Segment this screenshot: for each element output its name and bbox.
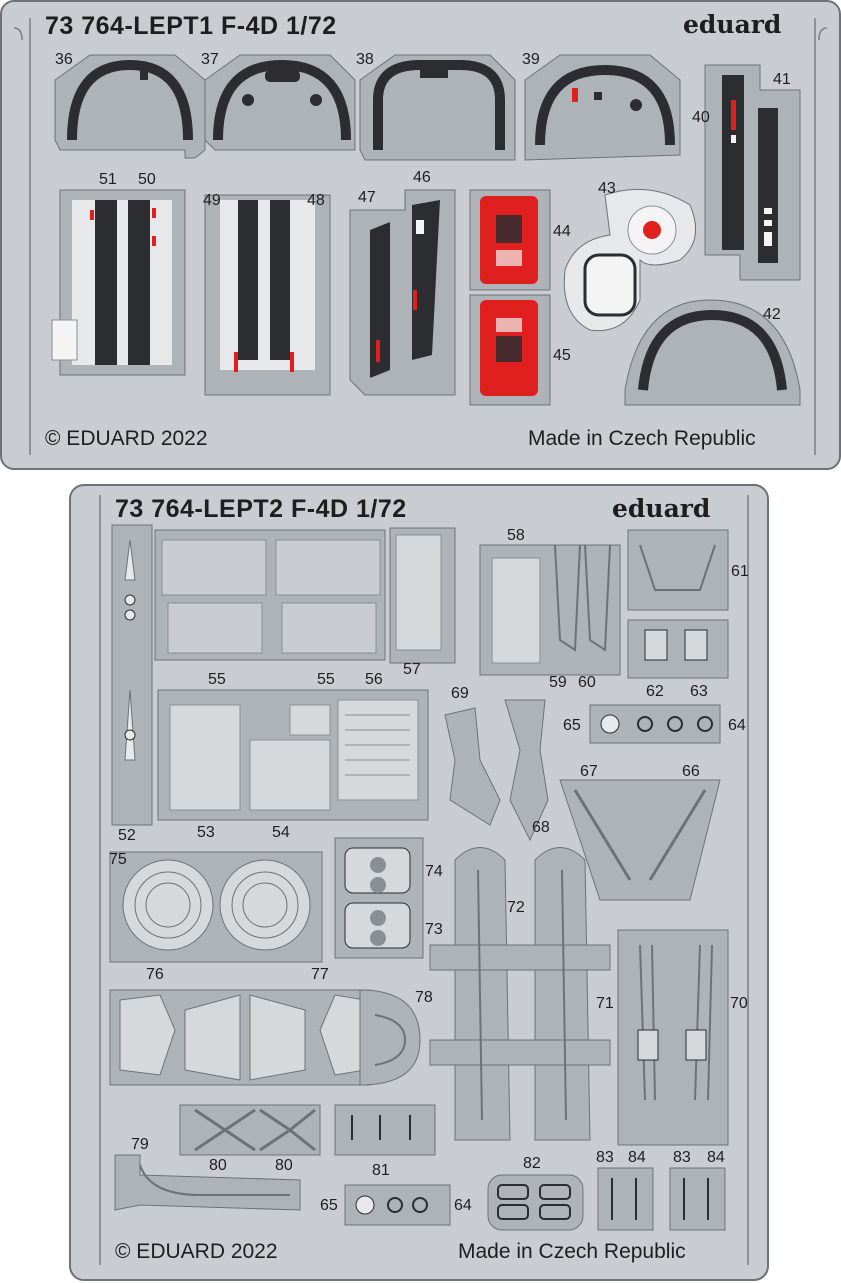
part-number-42: 42 xyxy=(763,306,781,323)
part-number-37: 37 xyxy=(201,51,219,68)
fret-2-title: 73 764-LEPT2 F-4D 1/72 xyxy=(115,495,407,523)
part-38 xyxy=(359,54,516,161)
part-number-47: 47 xyxy=(358,189,376,206)
part-number-78: 78 xyxy=(415,989,433,1006)
part-number-54: 54 xyxy=(272,824,290,841)
part-number-59: 59 xyxy=(549,674,567,691)
part-number-64-upper: 64 xyxy=(728,717,746,734)
part-number-53: 53 xyxy=(197,824,215,841)
part-72 xyxy=(429,847,611,1141)
part-61 xyxy=(627,529,729,611)
part-82 xyxy=(487,1174,584,1231)
part-number-68: 68 xyxy=(532,819,550,836)
part-number-79: 79 xyxy=(131,1136,149,1153)
part-number-67: 67 xyxy=(580,763,598,780)
part-68-69 xyxy=(444,699,549,842)
part-42 xyxy=(624,299,801,406)
part-number-72: 72 xyxy=(507,899,525,916)
part-62-63 xyxy=(627,619,729,679)
part-number-66: 66 xyxy=(682,763,700,780)
part-79 xyxy=(114,1154,301,1211)
part-66-67 xyxy=(559,779,721,901)
part-number-80-b: 80 xyxy=(275,1157,293,1174)
part-46-47 xyxy=(349,189,456,396)
part-53-54-55-56 xyxy=(157,689,429,821)
part-number-65-lower: 65 xyxy=(320,1197,338,1214)
part-number-44: 44 xyxy=(553,223,571,240)
part-number-73: 73 xyxy=(425,921,443,938)
blank-panels xyxy=(154,529,386,661)
part-73-74 xyxy=(334,837,424,959)
part-number-61: 61 xyxy=(731,563,749,580)
part-57 xyxy=(389,527,456,664)
part-number-51: 51 xyxy=(99,171,117,188)
part-64-upper xyxy=(589,704,721,744)
part-number-62: 62 xyxy=(646,683,664,700)
part-number-58: 58 xyxy=(507,527,525,544)
part-number-41: 41 xyxy=(773,71,791,88)
part-number-56: 56 xyxy=(365,671,383,688)
part-39 xyxy=(524,54,681,161)
part-number-83-b: 83 xyxy=(673,1149,691,1166)
part-50-51 xyxy=(51,189,186,376)
part-number-81: 81 xyxy=(372,1162,390,1179)
part-number-83-a: 83 xyxy=(596,1149,614,1166)
part-number-74: 74 xyxy=(425,863,443,880)
fret-2-copyright: © EDUARD 2022 xyxy=(115,1240,278,1263)
part-83-84 xyxy=(597,1167,726,1231)
part-76-77-78 xyxy=(109,989,421,1086)
part-number-76: 76 xyxy=(146,966,164,983)
part-number-57: 57 xyxy=(403,661,421,678)
part-number-80-a: 80 xyxy=(209,1157,227,1174)
fret-1-origin: Made in Czech Republic xyxy=(528,427,756,450)
fret-2-brand-logo: eduard xyxy=(612,494,711,523)
part-number-65-upper: 65 xyxy=(563,717,581,734)
part-number-40: 40 xyxy=(692,109,710,126)
part-number-38: 38 xyxy=(356,51,374,68)
part-number-64-lower: 64 xyxy=(454,1197,472,1214)
part-number-60: 60 xyxy=(578,674,596,691)
part-number-43: 43 xyxy=(598,180,616,197)
part-75 xyxy=(109,851,323,963)
part-number-69: 69 xyxy=(451,685,469,702)
part-number-75: 75 xyxy=(109,851,127,868)
part-number-48: 48 xyxy=(307,192,325,209)
part-70-71 xyxy=(617,929,729,1146)
part-37 xyxy=(204,54,356,151)
part-80 xyxy=(179,1104,321,1156)
part-48-49 xyxy=(204,194,331,396)
part-40-41 xyxy=(704,64,801,281)
part-36 xyxy=(54,54,206,159)
part-number-77: 77 xyxy=(311,966,329,983)
part-number-50: 50 xyxy=(138,171,156,188)
part-45 xyxy=(469,294,551,406)
part-number-49: 49 xyxy=(203,192,221,209)
part-number-52: 52 xyxy=(118,827,136,844)
part-number-84-a: 84 xyxy=(628,1149,646,1166)
part-number-70: 70 xyxy=(730,995,748,1012)
part-number-82: 82 xyxy=(523,1155,541,1172)
part-44 xyxy=(469,189,551,291)
part-81 xyxy=(334,1104,436,1156)
part-43 xyxy=(563,188,697,332)
fret-1-brand-logo: eduard xyxy=(683,10,782,39)
fret-1-copyright: © EDUARD 2022 xyxy=(45,427,208,450)
part-number-45: 45 xyxy=(553,347,571,364)
part-number-63: 63 xyxy=(690,683,708,700)
part-52 xyxy=(111,524,153,826)
fret-2-origin: Made in Czech Republic xyxy=(458,1240,686,1263)
part-number-71: 71 xyxy=(596,995,614,1012)
part-number-84-b: 84 xyxy=(707,1149,725,1166)
part-number-55-a: 55 xyxy=(208,671,226,688)
part-64-lower xyxy=(344,1184,451,1226)
fret-1-title: 73 764-LEPT1 F-4D 1/72 xyxy=(45,12,337,40)
part-number-55-b: 55 xyxy=(317,671,335,688)
part-58-59-60 xyxy=(479,544,621,676)
part-number-39: 39 xyxy=(522,51,540,68)
part-number-36: 36 xyxy=(55,51,73,68)
part-number-46: 46 xyxy=(413,169,431,186)
